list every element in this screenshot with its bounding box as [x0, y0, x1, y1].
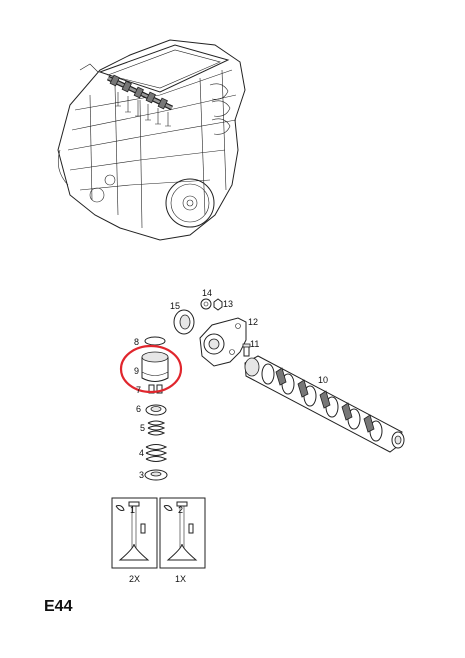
callout-5: 5: [140, 423, 145, 433]
callout-13: 13: [223, 299, 233, 309]
engine-overview-illustration: [57, 39, 246, 241]
callout-4: 4: [139, 448, 144, 458]
quantity-left: 2X: [129, 574, 140, 584]
valve-box-right[interactable]: [159, 497, 206, 569]
spring-seat-3[interactable]: [144, 469, 168, 481]
bolt-11[interactable]: [242, 343, 251, 357]
callout-6: 6: [136, 404, 141, 414]
washer-14[interactable]: [200, 298, 212, 310]
callout-9: 9: [134, 366, 139, 376]
valve-spring-5[interactable]: [147, 420, 166, 436]
callout-14: 14: [202, 288, 212, 298]
camshaft[interactable]: [244, 355, 405, 453]
callout-labels: 15 14 13 12 11 10 8 9 7 6 5 4 3 1 2 2X 1…: [129, 288, 328, 584]
seal-ring[interactable]: [173, 309, 195, 335]
callout-10: 10: [318, 375, 328, 385]
valve-box-left[interactable]: [111, 497, 158, 569]
callout-12: 12: [248, 317, 258, 327]
tappet-bucket-9[interactable]: [141, 351, 169, 382]
quantity-right: 1X: [175, 574, 186, 584]
nut-13[interactable]: [213, 298, 223, 311]
spring-retainer-6[interactable]: [145, 404, 167, 416]
highlight-circle-part-9: [119, 344, 183, 394]
callout-11: 11: [250, 339, 259, 349]
callout-15: 15: [170, 301, 180, 311]
shim-8[interactable]: [144, 336, 166, 346]
valve-spring-4[interactable]: [145, 444, 168, 462]
callout-1: 1: [130, 505, 135, 515]
camshaft-bearing-bracket[interactable]: [199, 317, 247, 367]
callout-2: 2: [178, 505, 183, 515]
callout-8: 8: [134, 337, 139, 347]
callout-7: 7: [136, 385, 141, 395]
diagram-code: E44: [44, 598, 73, 615]
callout-3: 3: [139, 470, 144, 480]
